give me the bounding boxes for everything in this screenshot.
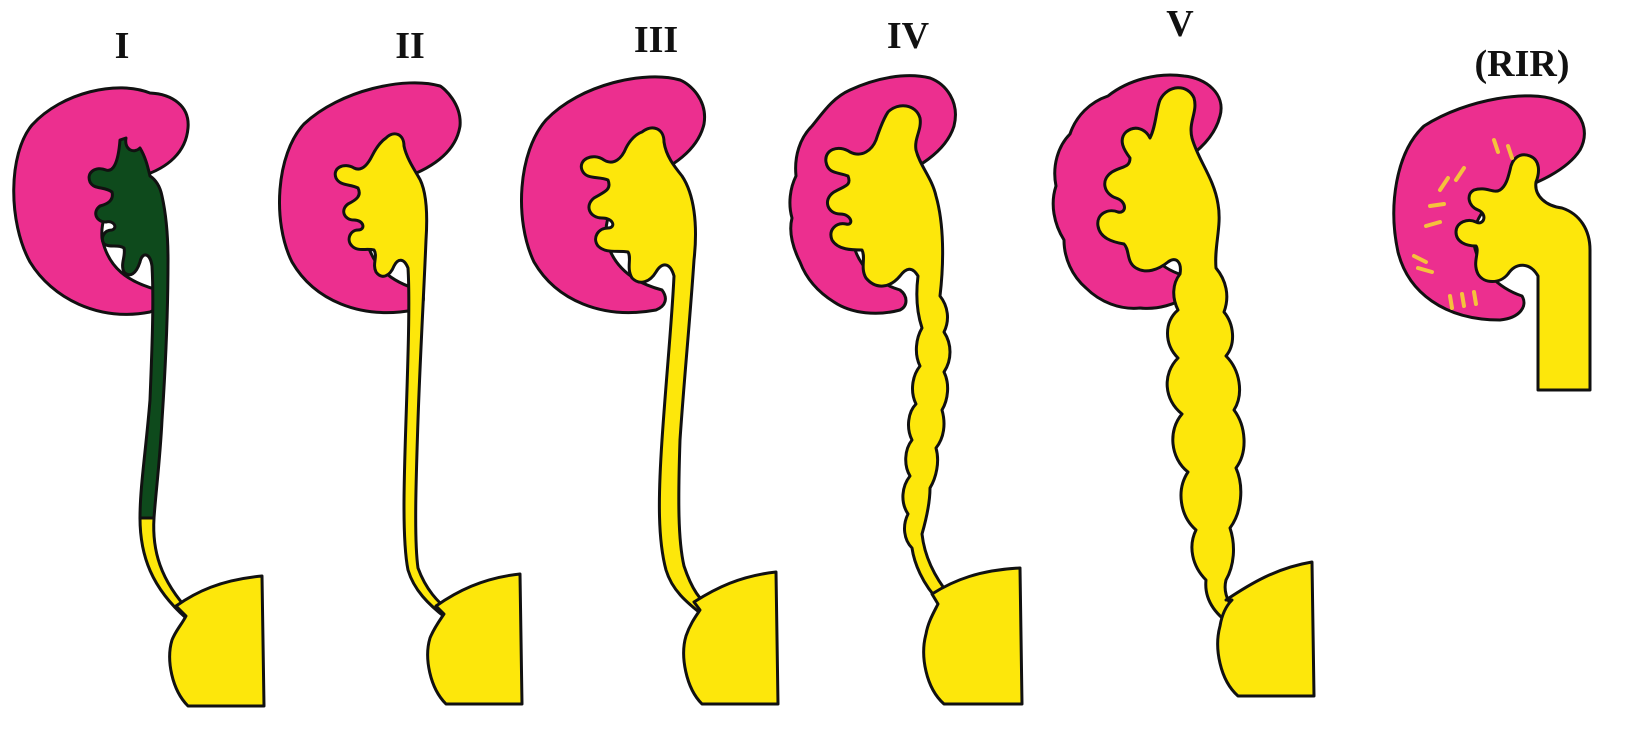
rir-mark (1462, 294, 1464, 306)
grade-3-figure: III (522, 19, 779, 704)
grade-2-collecting-system-ureter (335, 134, 450, 618)
grade-5-figure: V (1053, 3, 1314, 696)
grade-4-bladder (924, 568, 1022, 704)
rir-figure: (RIR) (1394, 43, 1590, 390)
grade-4-label: IV (887, 15, 930, 57)
grade-5-collecting-system-ureter (1098, 88, 1246, 628)
rir-collecting-system-ureter (1456, 155, 1590, 390)
grade-2-label: II (395, 25, 425, 67)
grade-3-collecting-system-ureter (581, 128, 712, 616)
grade-1-label: I (115, 25, 130, 67)
grade-1-figure: I (14, 25, 264, 706)
grade-3-bladder (684, 572, 778, 704)
grade-1-bladder (170, 576, 264, 706)
grade-5-bladder (1218, 562, 1314, 696)
grade-3-label: III (634, 19, 678, 61)
grade-2-figure: II (280, 25, 523, 704)
grade-2-bladder (428, 574, 522, 704)
rir-mark (1474, 292, 1476, 304)
rir-label: (RIR) (1475, 43, 1570, 85)
grade-5-label: V (1166, 3, 1194, 45)
rir-mark (1430, 204, 1444, 206)
rir-mark (1450, 296, 1452, 308)
grade-4-figure: IV (790, 15, 1022, 704)
